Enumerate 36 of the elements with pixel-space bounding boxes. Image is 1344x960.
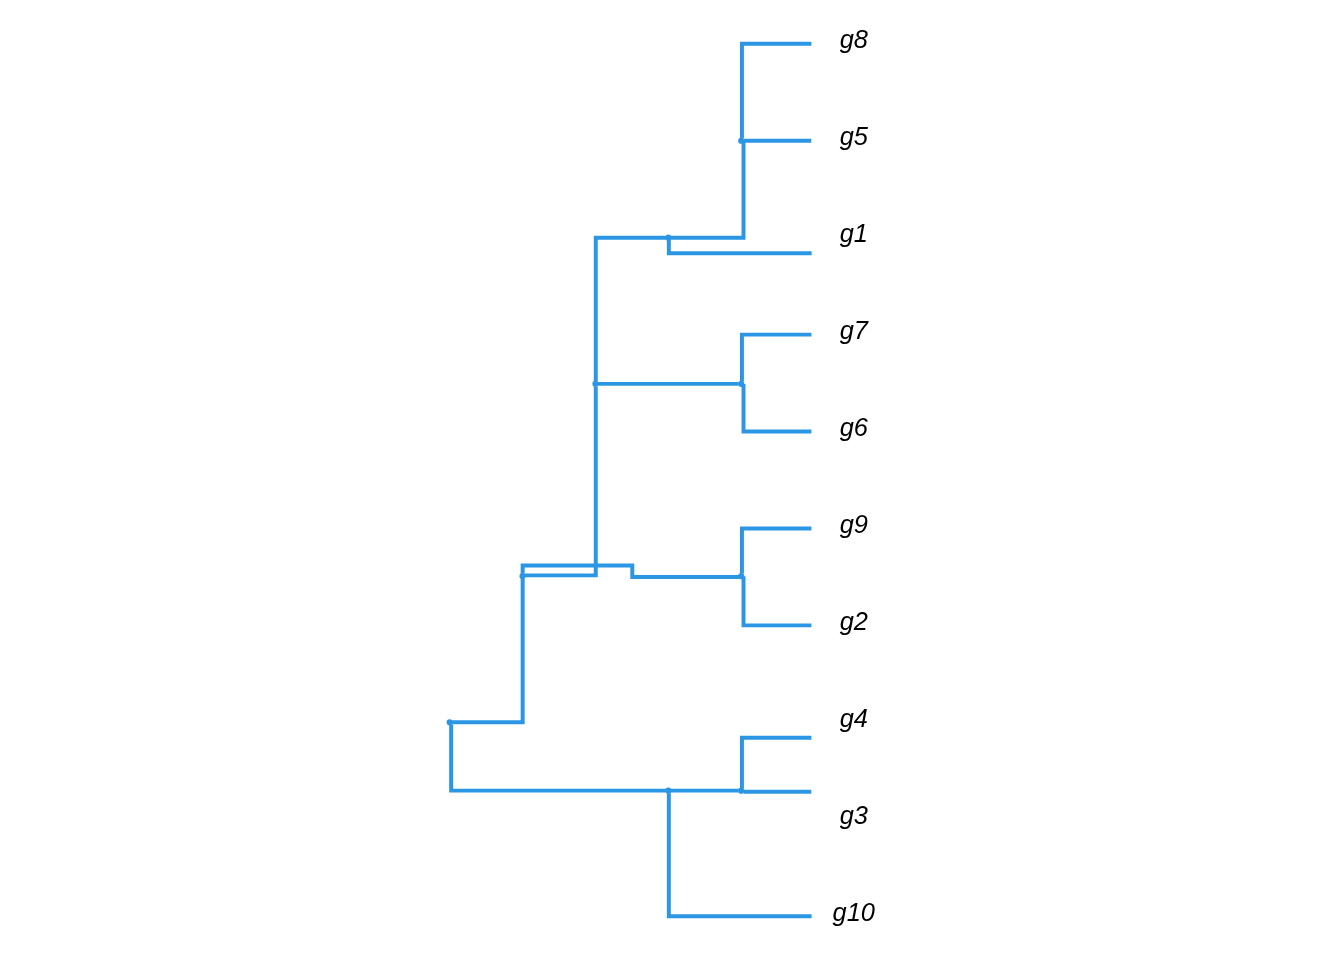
connector (666, 793, 812, 919)
node-point (737, 380, 744, 387)
node-text: g8 (839, 25, 868, 54)
node-text: g1 (839, 219, 868, 248)
connector (741, 576, 811, 628)
connector (739, 332, 811, 382)
connector (448, 724, 666, 793)
node-point (591, 380, 599, 387)
connector (597, 381, 739, 386)
connector (739, 735, 811, 789)
node-text: g2 (839, 606, 868, 635)
node-point (737, 137, 744, 144)
node-point (518, 573, 526, 580)
connector (666, 240, 812, 256)
node-text: g3 (839, 800, 868, 829)
node-text: g7 (839, 316, 868, 345)
node-text: g9 (839, 509, 868, 538)
node-point (664, 234, 671, 241)
connector (593, 235, 666, 382)
connector (743, 138, 811, 143)
connector (451, 578, 525, 725)
connector (739, 41, 811, 139)
node-text: g5 (839, 122, 868, 151)
node-point (664, 787, 671, 794)
node-point (446, 719, 453, 726)
node-point (737, 573, 744, 580)
node-text: g4 (839, 703, 868, 732)
connector (670, 788, 739, 793)
connector (670, 140, 745, 240)
connector (739, 526, 811, 574)
node-point (737, 787, 744, 794)
node-text: g6 (839, 412, 868, 441)
connector (741, 384, 811, 434)
node-text: g10 (832, 897, 875, 926)
connector (524, 386, 598, 578)
connector (743, 789, 811, 794)
